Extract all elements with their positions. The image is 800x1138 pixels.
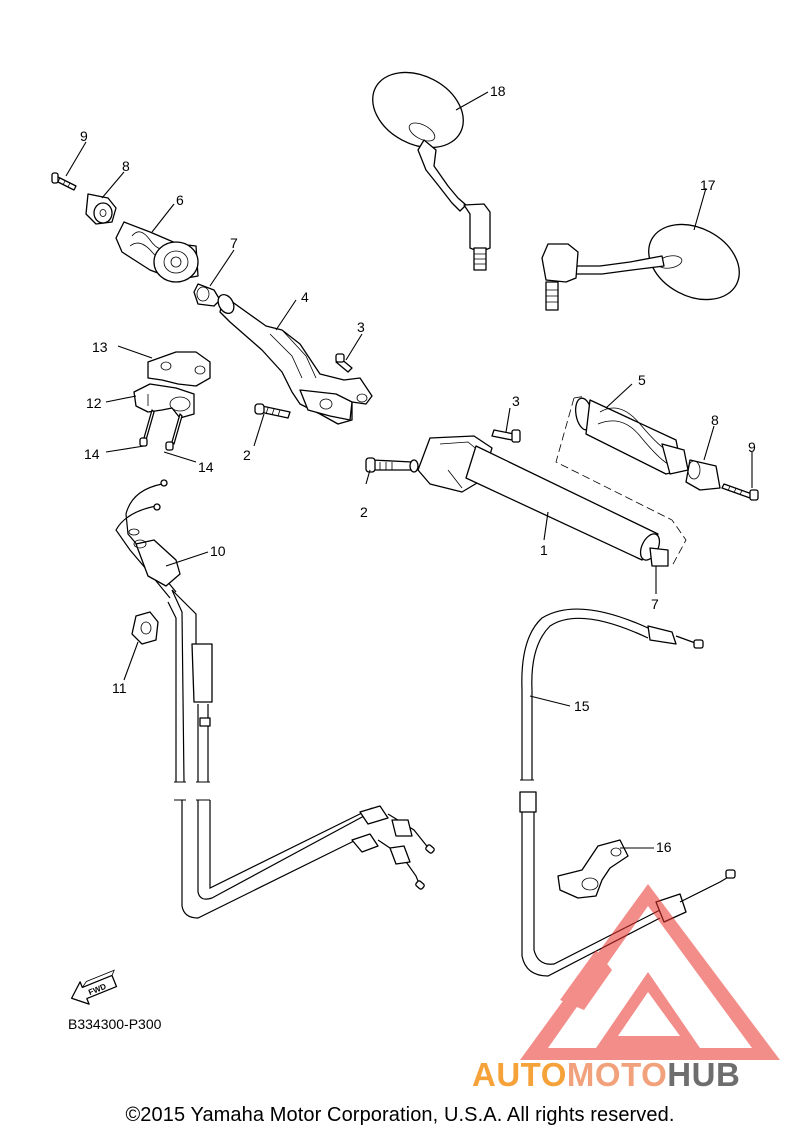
callout-7-right: 7	[651, 596, 659, 612]
callout-18: 18	[490, 83, 506, 99]
throttle-cables-10	[115, 479, 435, 919]
callout-8-right: 8	[711, 412, 719, 428]
right-grip-assembly	[574, 397, 759, 501]
callout-9-left: 9	[80, 128, 88, 144]
callout-2-left: 2	[243, 447, 251, 463]
callout-14-right: 14	[198, 459, 214, 475]
callout-15: 15	[574, 698, 590, 714]
reference-code: B334300-P300	[68, 1016, 162, 1032]
callout-9-right: 9	[748, 439, 756, 455]
callout-3-right: 3	[512, 393, 520, 409]
watermark-logo	[520, 884, 780, 1060]
callout-2-right: 2	[360, 504, 368, 520]
callout-4: 4	[301, 289, 309, 305]
left-grip-assembly	[51, 172, 221, 307]
watermark-moto: MOTO	[566, 1056, 668, 1093]
callout-13: 13	[92, 339, 108, 355]
callout-8-left: 8	[122, 158, 130, 174]
callout-10: 10	[210, 543, 226, 559]
left-handlebar-4	[217, 294, 373, 425]
callout-5: 5	[638, 372, 646, 388]
clamp-16	[557, 839, 629, 899]
copyright-notice: ©2015 Yamaha Motor Corporation, U.S.A. A…	[125, 1104, 675, 1126]
holder-assembly	[133, 351, 211, 451]
callout-7-left: 7	[230, 235, 238, 251]
watermark-wordmark: AUTOMOTOHUB	[472, 1056, 740, 1094]
clamp-11	[131, 611, 159, 645]
callout-16: 16	[656, 839, 672, 855]
callout-6: 6	[176, 192, 184, 208]
callout-labels: 1 2 2 3 3 4 5 6 7 7 8 8 9 9 10 11 12 13 …	[80, 83, 756, 855]
callout-11: 11	[112, 680, 127, 696]
watermark-auto: AUTO	[472, 1056, 567, 1093]
grip-5-outline	[555, 397, 687, 567]
callout-17: 17	[700, 177, 716, 193]
leader-lines	[65, 91, 753, 849]
clutch-cable-15	[519, 608, 736, 977]
right-handlebar-1	[365, 429, 669, 567]
callout-1: 1	[540, 542, 548, 558]
mirror-17	[541, 223, 740, 311]
callout-3-left: 3	[357, 319, 365, 335]
callout-12: 12	[86, 395, 102, 411]
callout-14-left: 14	[84, 446, 100, 462]
fwd-arrow: FWD	[70, 969, 118, 1005]
mirror-18	[372, 71, 491, 271]
watermark-hub: HUB	[667, 1056, 741, 1093]
